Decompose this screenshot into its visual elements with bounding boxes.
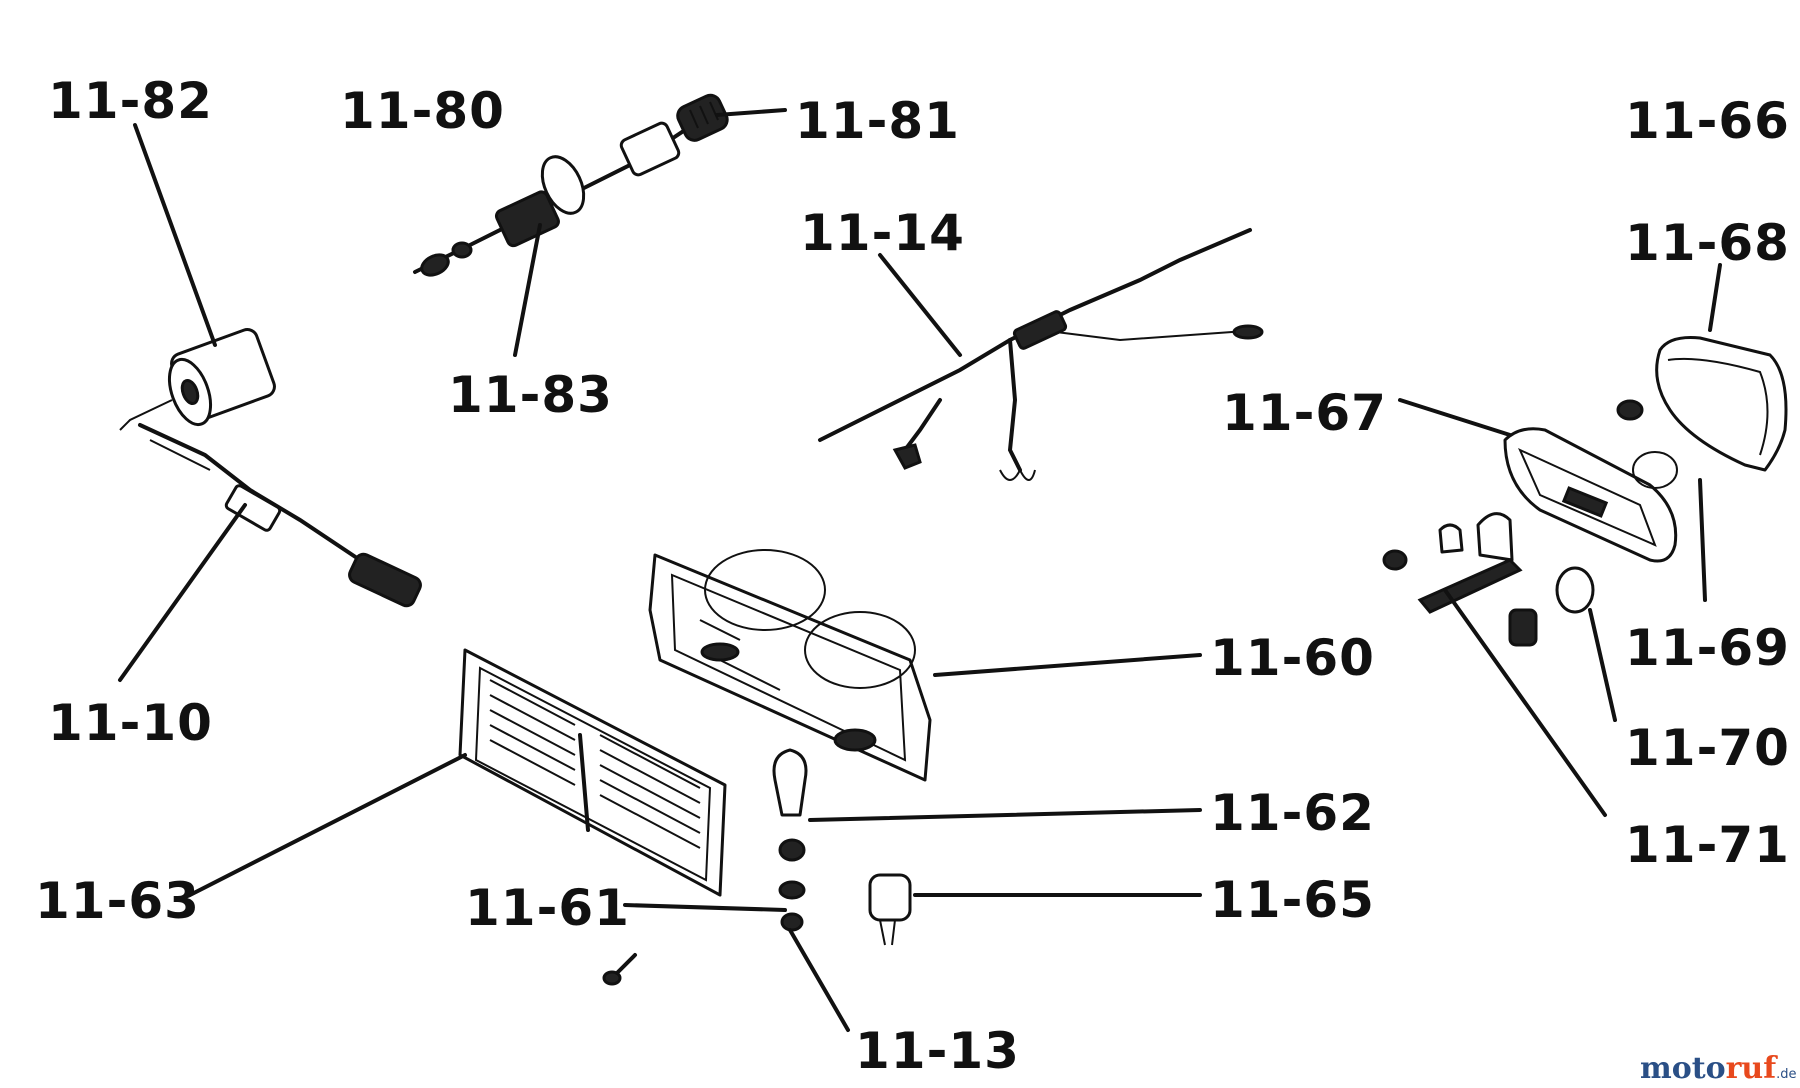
watermark-part1: moto	[1640, 1051, 1726, 1086]
watermark-logo: motoruf.de	[1640, 1051, 1797, 1086]
leader-lines	[118, 108, 1722, 1032]
part-wiring-harness	[818, 228, 1264, 481]
label-11-60: 11-60	[1210, 629, 1375, 687]
part-labels: 11-82 11-80 11-81 11-66 11-14 11-68 11-8…	[35, 72, 1790, 1080]
label-11-70: 11-70	[1625, 719, 1790, 777]
label-11-62: 11-62	[1210, 784, 1375, 842]
label-11-69: 11-69	[1625, 619, 1790, 677]
label-11-68: 11-68	[1625, 214, 1790, 272]
part-bulb-assembly	[602, 748, 912, 986]
svg-text:motoruf.de: motoruf.de	[1640, 1051, 1797, 1086]
watermark-part2: ruf	[1726, 1051, 1779, 1086]
label-11-71: 11-71	[1625, 816, 1790, 874]
label-11-63: 11-63	[35, 872, 200, 930]
label-11-66: 11-66	[1625, 92, 1790, 150]
label-11-14: 11-14	[800, 204, 965, 262]
part-ignition-coil	[119, 328, 276, 431]
label-11-61: 11-61	[465, 879, 630, 937]
label-11-67: 11-67	[1222, 384, 1387, 442]
part-cable-assembly	[138, 423, 422, 608]
label-11-65: 11-65	[1210, 871, 1375, 929]
label-11-82: 11-82	[48, 72, 213, 130]
label-11-80: 11-80	[340, 82, 505, 140]
watermark-suffix: .de	[1776, 1067, 1796, 1082]
part-lighter-socket	[413, 93, 729, 277]
label-11-10: 11-10	[48, 694, 213, 752]
part-lamp-housing	[648, 549, 932, 782]
label-11-81: 11-81	[795, 92, 960, 150]
part-lens-grille	[458, 648, 727, 897]
label-11-83: 11-83	[448, 366, 613, 424]
part-tail-light	[1382, 336, 1788, 647]
label-11-13: 11-13	[855, 1022, 1020, 1080]
